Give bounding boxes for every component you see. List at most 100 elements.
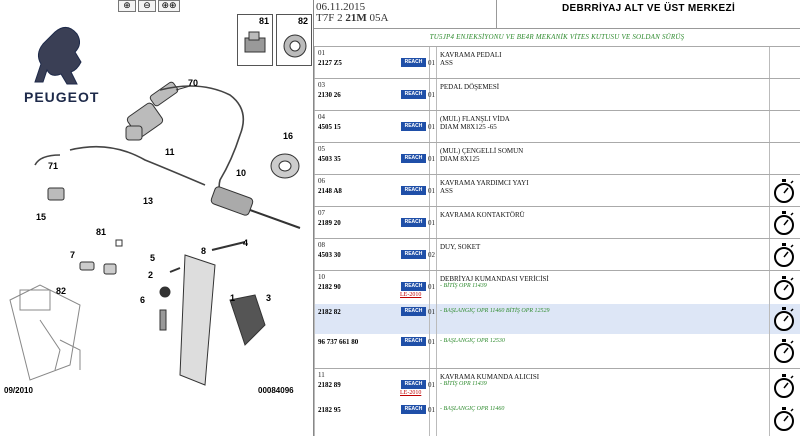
quantity: 01 [428, 59, 435, 67]
part-number[interactable]: 2182 95 [318, 406, 341, 414]
callout-15[interactable]: 15 [36, 212, 47, 222]
item-number: 04 [318, 113, 325, 121]
description-title: KAVRAMA YARDIMCI YAYI [440, 179, 529, 187]
parts-list-panel: 06.11.2015 T7F 2 21M 05A DEBRRİYAJ ALT V… [314, 0, 800, 436]
col-divider [769, 111, 770, 142]
labour-time-stopwatch-icon[interactable] [772, 178, 796, 204]
callout-8[interactable]: 8 [201, 246, 207, 256]
thumbnail-81[interactable]: 81 [237, 14, 273, 66]
col-divider [769, 304, 770, 334]
le-link[interactable]: LE-2010 [400, 390, 422, 396]
reach-badge[interactable]: REACH [401, 154, 426, 163]
col-divider [769, 402, 770, 436]
col-divider [769, 207, 770, 238]
description: PEDAL DÖŞEMESİ [440, 83, 499, 91]
callout-7[interactable]: 7 [70, 250, 76, 260]
callout-13[interactable]: 13 [143, 196, 154, 206]
callout-11[interactable]: 11 [165, 147, 175, 157]
reach-badge[interactable]: REACH [401, 405, 426, 414]
part-number[interactable]: 2182 89 [318, 381, 341, 389]
col-divider [314, 369, 315, 402]
part-number[interactable]: 4503 30 [318, 251, 341, 259]
reach-badge[interactable]: REACH [401, 90, 426, 99]
part-number[interactable]: 2189 20 [318, 219, 341, 227]
reach-badge[interactable]: REACH [401, 122, 426, 131]
labour-time-stopwatch-icon[interactable] [772, 210, 796, 236]
part-number[interactable]: 2127 Z5 [318, 59, 342, 67]
callout-16[interactable]: 16 [283, 131, 294, 141]
description-title: KAVRAMA KONTAKTÖRÜ [440, 211, 525, 219]
col-divider [436, 111, 437, 142]
part-number[interactable]: 2182 90 [318, 283, 341, 291]
switch-part [79, 239, 123, 275]
part-number[interactable]: 4505 15 [318, 123, 341, 131]
zoom-fit-button[interactable]: ⊕⊕ [158, 0, 180, 12]
reach-badge[interactable]: REACH [401, 337, 426, 346]
part-number[interactable]: 2182 82 [318, 308, 341, 316]
thumbnail-82[interactable]: 82 [276, 14, 312, 66]
zoom-out-button[interactable]: ⊖ [138, 0, 156, 12]
validity-note: - BAŞLANGIÇ OPR 12530 [440, 338, 505, 344]
callout-71[interactable]: 71 [48, 161, 59, 171]
col-divider [314, 304, 315, 334]
reach-badge[interactable]: REACH [401, 380, 426, 389]
reach-badge[interactable]: REACH [401, 218, 426, 227]
callout-3[interactable]: 3 [266, 293, 272, 303]
col-divider [429, 143, 430, 174]
col-divider [769, 271, 770, 304]
callout-82[interactable]: 82 [56, 286, 67, 296]
reach-badge[interactable]: REACH [401, 250, 426, 259]
part-number[interactable]: 96 737 661 80 [318, 338, 359, 346]
reach-badge[interactable]: REACH [401, 307, 426, 316]
col-divider [436, 304, 437, 334]
reach-badge[interactable]: REACH [401, 282, 426, 291]
zoom-in-button[interactable]: ⊕ [118, 0, 136, 12]
callout-70[interactable]: 70 [188, 78, 199, 88]
col-divider [429, 111, 430, 142]
labour-time-stopwatch-icon[interactable] [772, 242, 796, 268]
part-number[interactable]: 4503 35 [318, 155, 341, 163]
labour-time-stopwatch-icon[interactable] [772, 338, 796, 364]
part-number[interactable]: 2148 A8 [318, 187, 342, 195]
callout-1[interactable]: 1 [230, 293, 236, 303]
parts-diagram-panel: ⊕ ⊖ ⊕⊕ PEUGEOT 81 82 70 11 16 71 10 15 1… [0, 0, 314, 436]
description-title: (MUL) ÇENGELLİ SOMUN [440, 147, 524, 155]
callout-5[interactable]: 5 [150, 253, 156, 263]
description-title: DEBRİYAJ KUMANDASI VERİCİSİ [440, 275, 549, 283]
col-divider [769, 239, 770, 270]
callout-10[interactable]: 10 [236, 168, 247, 178]
callout-4[interactable]: 4 [243, 238, 249, 248]
labour-time-stopwatch-icon[interactable] [772, 406, 796, 432]
col-divider [436, 271, 437, 304]
reach-badge[interactable]: REACH [401, 186, 426, 195]
quantity: 02 [428, 251, 435, 259]
col-divider [436, 402, 437, 436]
reach-badge[interactable]: REACH [401, 58, 426, 67]
vehicle-pedal-sketch [9, 284, 81, 381]
col-divider [429, 402, 430, 436]
callout-81[interactable]: 81 [96, 227, 107, 237]
labour-time-stopwatch-icon[interactable] [772, 373, 796, 399]
labour-time-stopwatch-icon[interactable] [772, 275, 796, 301]
pedal-box-part [159, 241, 266, 386]
col-divider [314, 79, 315, 110]
labour-time-stopwatch-icon[interactable] [772, 306, 796, 332]
callout-2[interactable]: 2 [148, 270, 154, 280]
part-number[interactable]: 2130 26 [318, 91, 341, 99]
le-link[interactable]: LE-2010 [400, 292, 422, 298]
callout-6[interactable]: 6 [140, 295, 146, 305]
col-divider [769, 369, 770, 402]
